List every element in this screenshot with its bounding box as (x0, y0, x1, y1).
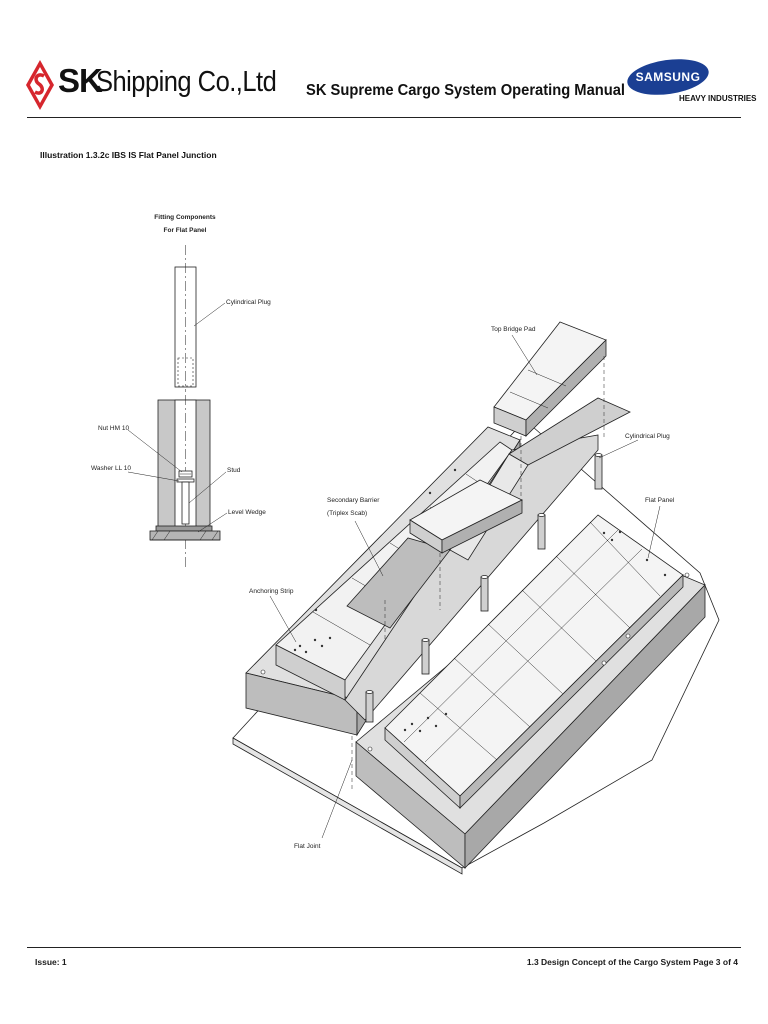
label-level-wedge: Level Wedge (228, 509, 266, 516)
label-flat-joint: Flat Joint (294, 843, 321, 850)
footer-issue: Issue: 1 (35, 957, 67, 967)
label-secondary-barrier-line1: Secondary Barrier (327, 497, 380, 504)
manual-title: SK Supreme Cargo System Operating Manual (306, 82, 626, 99)
header-rule (27, 117, 741, 118)
illustration-title: Illustration 1.3.2c IBS IS Flat Panel Ju… (40, 150, 217, 160)
label-stud: Stud (227, 467, 241, 474)
label-flat-panel: Flat Panel (645, 497, 675, 504)
label-secondary-barrier-line2: (Triplex Scab) (327, 510, 367, 517)
label-top-bridge-pad: Top Bridge Pad (491, 326, 536, 333)
label-cylindrical-plug-left: Cylindrical Plug (226, 299, 271, 306)
fitting-title-line1: Fitting Components (154, 214, 216, 221)
assembly-leaders (269, 334, 661, 839)
sk-diamond-logo-icon (26, 60, 54, 110)
fitting-components-detail (127, 245, 228, 568)
footer-section: 1.3 Design Concept of the Cargo System P… (526, 957, 738, 967)
label-cylindrical-plug-right: Cylindrical Plug (625, 433, 670, 440)
label-nut: Nut HM 10 (98, 425, 129, 432)
partner-division: HEAVY INDUSTRIES (679, 94, 757, 103)
company-name: Shipping Co.,Ltd (96, 66, 277, 98)
footer-rule (27, 947, 741, 948)
samsung-wordmark: SAMSUNG (636, 70, 701, 84)
isometric-assembly (232, 321, 720, 875)
fitting-title-line2: For Flat Panel (164, 227, 207, 234)
samsung-logo-icon: SAMSUNG (627, 59, 709, 95)
company-abbr: SK (58, 62, 103, 99)
label-anchoring-strip: Anchoring Strip (249, 588, 294, 595)
label-washer: Washer LL 10 (91, 465, 131, 472)
page-header: SK Shipping Co.,Ltd SK Supreme Cargo Sys… (0, 0, 768, 120)
